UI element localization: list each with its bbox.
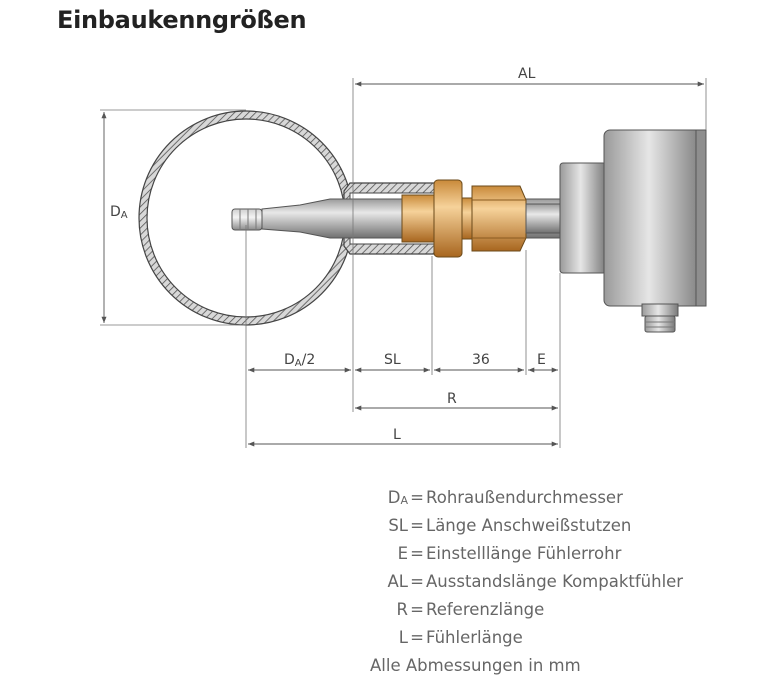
dim-label-thread: 36 <box>472 352 490 368</box>
dim-label-l: L <box>393 427 401 443</box>
dimension-lines <box>101 81 704 447</box>
page-title: Einbaukenngrößen <box>57 6 307 34</box>
dim-label-e: E <box>537 352 546 368</box>
units-note: Alle Abmessungen in mm <box>370 656 581 675</box>
dim-label-r: R <box>447 391 457 407</box>
legend-item: DA=Rohraußendurchmesser <box>387 488 623 507</box>
dim-label-half-da: DA/2 <box>284 352 315 369</box>
extension-lines <box>100 78 707 448</box>
legend-item: L=Fühlerlänge <box>398 628 523 647</box>
sensor-housing <box>559 129 707 333</box>
dim-label-sl: SL <box>384 352 401 368</box>
brass-fitting <box>401 179 527 258</box>
extension-tube <box>525 203 563 234</box>
legend: DA=Rohraußendurchmesser SL=Länge Anschwe… <box>350 484 750 680</box>
dim-label-al: AL <box>518 66 536 82</box>
legend-item: E=Einstelllänge Fühlerrohr <box>397 544 622 563</box>
legend-item: SL=Länge Anschweißstutzen <box>388 516 632 535</box>
legend-item: R=Referenzlänge <box>396 600 545 619</box>
installation-diagram: DA AL DA/2 SL 36 E R L <box>100 66 707 448</box>
dim-label-da: DA <box>110 204 128 221</box>
legend-item: AL=Ausstandslänge Kompaktfühler <box>387 572 684 591</box>
